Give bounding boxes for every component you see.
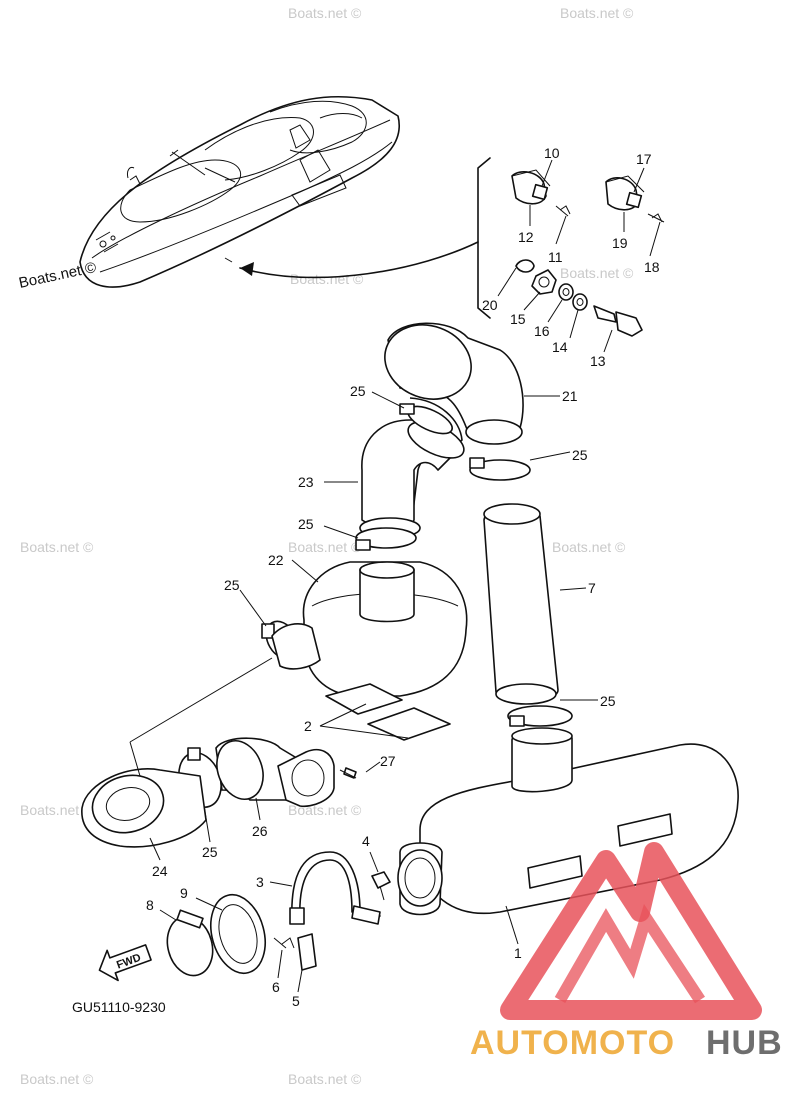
inset-bracket [477,157,491,319]
fwd-arrow-icon: FWD [98,944,152,982]
arrowhead-icon [240,262,254,276]
callout-labels: 10 12 11 17 19 18 20 15 16 14 13 21 25 2… [146,145,660,1009]
callout-16: 16 [534,323,550,339]
callout-12: 12 [518,229,534,245]
part-21-elbow [384,322,524,445]
callout-22: 22 [268,552,284,568]
watercraft-illustration [79,95,400,288]
watermark-text: Boats.net © [560,5,634,21]
callout-3: 3 [256,874,264,890]
part-9-ring [210,893,266,975]
callout-13: 13 [590,353,606,369]
callout-15: 15 [510,311,526,327]
callout-25: 25 [298,516,314,532]
callout-27: 27 [380,753,396,769]
watermark-text: Boats.net © [560,265,634,281]
callout-26: 26 [252,823,268,839]
flange-plate [277,748,357,808]
callout-6: 6 [272,979,280,995]
callout-2: 2 [304,718,312,734]
callout-25: 25 [350,383,366,399]
callout-25: 25 [572,447,588,463]
callout-21: 21 [562,388,578,404]
part-5-6-hardware [273,933,317,971]
callout-17: 17 [636,151,652,167]
callout-20: 20 [482,297,498,313]
watermark-text: Boats.net © [20,1071,94,1087]
callout-25: 25 [600,693,616,709]
watermark-text: Boats.net © [288,5,362,21]
callout-1: 1 [514,945,522,961]
callout-18: 18 [644,259,660,275]
callout-19: 19 [612,235,628,251]
callout-23: 23 [298,474,314,490]
watermark-text: Boats.net © [20,539,94,555]
callout-10: 10 [544,145,560,161]
leader-lines [129,159,661,993]
callout-4: 4 [362,833,370,849]
part-3-strap [289,851,381,925]
diagram-code: GU51110-9230 [72,999,166,1015]
inset-parts [511,169,665,337]
watermark-text: Boats.net © [288,539,362,555]
brand-name-part1: AUTOMOTO [470,1024,675,1062]
callout-14: 14 [552,339,568,355]
logo-triangle-icon [500,842,762,1020]
brand-logo [500,842,762,1020]
watermark-text: Boats.net © [290,271,364,287]
part-8-clamp [166,909,214,977]
callout-5: 5 [292,993,300,1009]
callout-25: 25 [202,844,218,860]
watermark-text: Boats.net © [288,1071,362,1087]
watermark-text: Boats.net © [20,802,94,818]
callout-7: 7 [588,580,596,596]
part-2-gaskets [325,683,451,741]
part-4-bolt [371,871,391,901]
leader-arrow [239,241,479,279]
callout-25: 25 [224,577,240,593]
part-7-hose [483,503,559,705]
brand-name-part2: HUB [706,1024,783,1062]
callout-24: 24 [152,863,168,879]
callout-8: 8 [146,897,154,913]
part-24-outlet [81,768,207,848]
watermark-text: Boats.net © [552,539,626,555]
callout-9: 9 [180,885,188,901]
part-22-waterbox [271,561,468,697]
callout-11: 11 [548,249,563,265]
